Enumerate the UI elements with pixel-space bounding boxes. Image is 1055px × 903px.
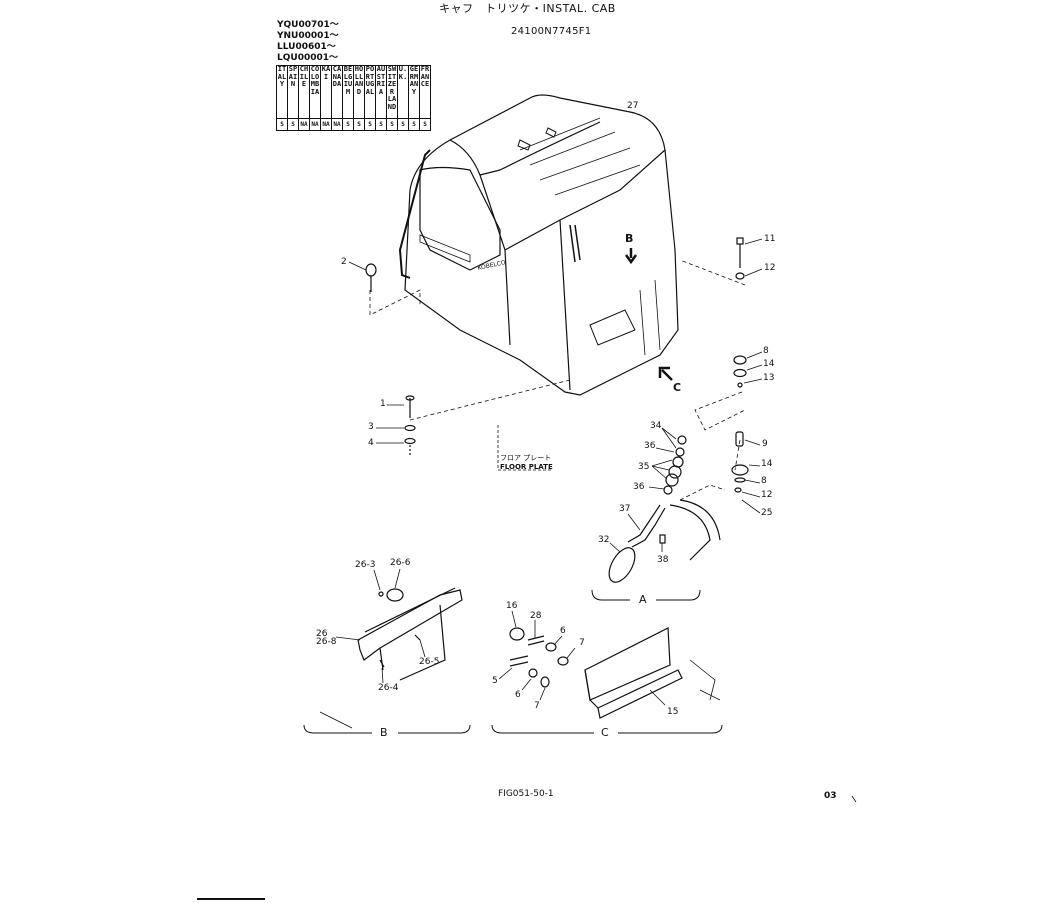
serial-number: YNU00001～ (277, 31, 339, 41)
country-name-cell: CANADA (331, 65, 343, 119)
callout-12: 12 (764, 263, 776, 273)
callout-8: 8 (761, 476, 767, 486)
callout-14: 14 (763, 359, 775, 369)
view-arrow-b-label: B (625, 232, 634, 245)
callout-8: 8 (763, 346, 769, 356)
figure-number: FIG051-50-1 (498, 789, 554, 799)
callout-13: 13 (763, 373, 775, 383)
callout-27: 27 (627, 101, 639, 111)
page-number: 03 (824, 791, 837, 801)
serial-number: YQU00701～ (277, 20, 339, 30)
bolt-2 (365, 263, 377, 292)
country-code-cell: S (419, 118, 431, 131)
callout-36: 36 (633, 482, 645, 492)
callout-26-6: 26-6 (390, 558, 411, 568)
callout-4: 4 (368, 438, 374, 448)
floor-plate-label: フロア プレート FLOOR PLATE (500, 454, 553, 472)
view-c-step (509, 627, 721, 719)
callout-15: 15 (667, 707, 679, 717)
view-arrow-c-label: C (673, 381, 682, 394)
callout-28: 28 (530, 611, 542, 621)
callout-38: 38 (657, 555, 669, 565)
page-title: キャフ トリツケ・INSTAL. CAB (439, 2, 616, 15)
cab-body: KOBELCO (398, 94, 679, 396)
callout-37: 37 (619, 504, 631, 514)
bolt-1-assembly (404, 395, 416, 455)
serial-number: LLU00601～ (277, 42, 336, 52)
callout-26-4: 26-4 (378, 683, 399, 693)
callout-6: 6 (560, 626, 566, 636)
serial-number: LQU00001～ (277, 53, 339, 63)
country-name-cell: FRANCE (419, 65, 431, 119)
country-code-cell: S (353, 118, 365, 131)
callout-26: 26 (316, 629, 328, 639)
floor-plate-jp: フロア プレート (500, 454, 552, 462)
callout-12: 12 (761, 490, 773, 500)
callout-7: 7 (579, 638, 585, 648)
callout-7: 7 (534, 701, 540, 711)
callout-36: 36 (644, 441, 656, 451)
callout-5: 5 (492, 676, 498, 686)
callout-14: 14 (761, 459, 773, 469)
country-name-cell: BELGIUM (342, 65, 354, 119)
country-code-cell: S (276, 118, 288, 131)
callout-2: 2 (341, 257, 347, 267)
callout-1: 1 (380, 399, 386, 409)
mount-stack-upper (733, 355, 747, 388)
bolt-11 (735, 237, 745, 280)
view-b-label: B (380, 726, 388, 739)
callout-25: 25 (761, 508, 773, 518)
lead-lines (369, 259, 746, 501)
brand-label: KOBELCO (477, 259, 507, 272)
view-b-handrail (357, 587, 463, 681)
callout-3: 3 (368, 422, 374, 432)
callout-6: 6 (515, 690, 521, 700)
callout-26-8: 26-8 (316, 637, 337, 647)
callout-11: 11 (764, 234, 776, 244)
serial-number-list: YQU00701～ YNU00001～ LLU00601～ LQU00001～ (277, 20, 339, 64)
callout-16: 16 (506, 601, 518, 611)
callout-26-5: 26-5 (419, 657, 440, 667)
document-number: 24100N7745F1 (511, 26, 592, 37)
view-c-label: C (601, 726, 609, 739)
country-code-cell: NA (331, 118, 343, 131)
floor-plate-en: FLOOR PLATE (500, 463, 553, 471)
callout-34: 34 (650, 421, 662, 431)
callout-32: 32 (598, 535, 610, 545)
callout-35: 35 (638, 462, 650, 472)
callout-26-3: 26-3 (355, 560, 376, 570)
mirror-assembly (608, 435, 721, 583)
callout-9: 9 (762, 439, 768, 449)
view-a-label: A (639, 593, 647, 606)
